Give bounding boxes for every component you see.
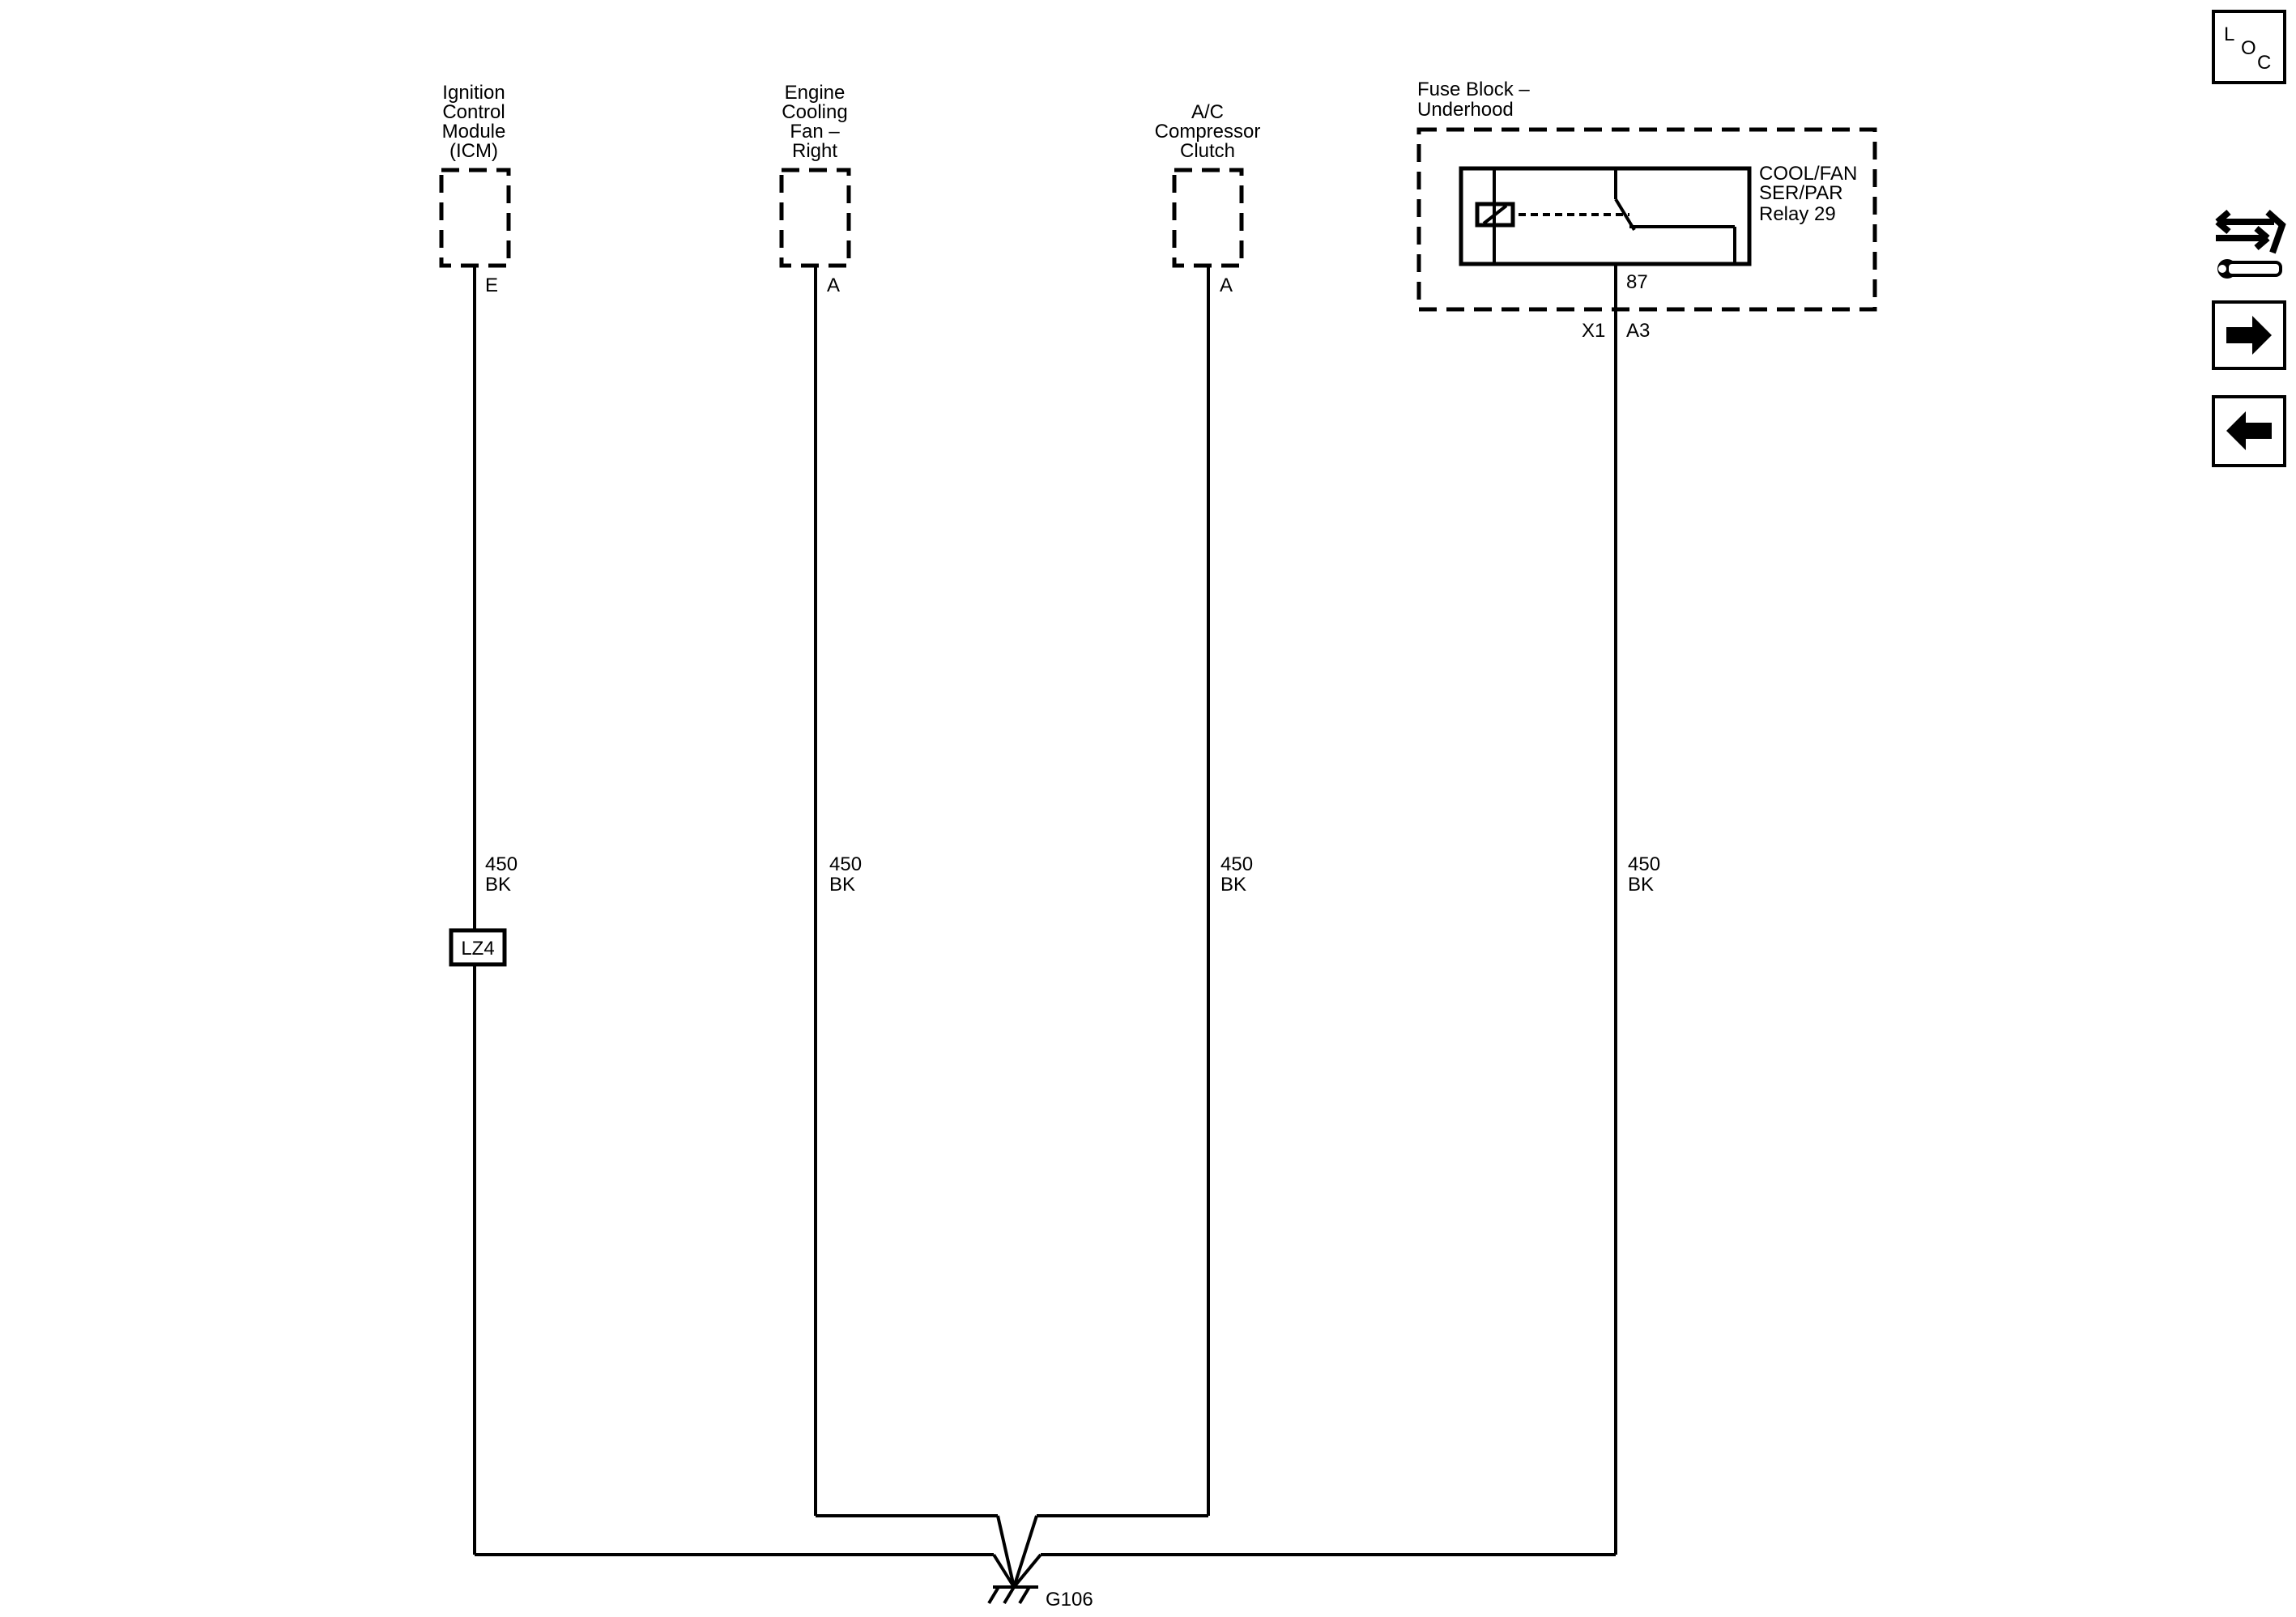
loc-letter: C	[2257, 52, 2271, 74]
ground-converge-wire	[1012, 1553, 1042, 1589]
relay-label-line: COOL/FAN	[1759, 163, 1857, 185]
icm-wire-circuit: 450	[485, 853, 518, 875]
ac-label-line: Compressor	[1155, 121, 1261, 143]
ac-clutch-component: A/C Compressor Clutch A 450 BK	[1155, 101, 1261, 1516]
fuse-block-outline	[1416, 127, 1877, 312]
relay-coil-icon	[1475, 202, 1515, 228]
relay-label-line: Relay 29	[1759, 203, 1836, 225]
inline-connector-label: LZ4	[461, 938, 494, 960]
previous-page-button[interactable]	[2212, 395, 2286, 467]
fan-pin-label: A	[827, 274, 840, 296]
icm-label-line: Module	[442, 121, 506, 143]
ground-converge-wire	[996, 1515, 1016, 1588]
ground-g106: G106	[475, 1514, 1616, 1611]
icm-label-line: (ICM)	[449, 140, 498, 162]
ac-pin-label: A	[1220, 274, 1233, 296]
loc-button[interactable]: L O C	[2212, 10, 2286, 84]
ground-label: G106	[1046, 1589, 1093, 1611]
fan-connector-box	[779, 168, 851, 268]
icm-label-line: Ignition	[442, 82, 505, 104]
fuse-block-cavity-label: A3	[1626, 320, 1650, 342]
relay-pin-label: 87	[1626, 271, 1648, 293]
fan-wire-circuit: 450	[829, 853, 862, 875]
relay-switch-contact	[1614, 198, 1636, 232]
fuse-block-connector-label: X1	[1582, 320, 1605, 342]
arrow-right-icon	[2226, 316, 2272, 355]
relay-coil-icon	[1482, 204, 1508, 225]
fan-label-line: Cooling	[782, 101, 847, 123]
fan-wire-color: BK	[829, 874, 855, 896]
fuse-block-component: Fuse Block – Underhood COOL/FAN SER/PAR …	[1416, 79, 1877, 1555]
ground-converge-wire	[992, 1553, 1016, 1589]
loc-letter: L	[2224, 23, 2234, 45]
icm-wire-color: BK	[485, 874, 511, 896]
ground-converge-wire	[1012, 1515, 1038, 1588]
ground-symbol-hatch	[1003, 1585, 1016, 1605]
fuse-block-label-line: Underhood	[1417, 99, 1514, 121]
connector-wrench-icon[interactable]	[2215, 209, 2286, 279]
loc-letter: O	[2241, 37, 2256, 59]
icm-pin-label: E	[485, 274, 498, 296]
icm-connector-box	[439, 168, 511, 268]
relay-label-line: SER/PAR	[1759, 182, 1843, 204]
cooling-fan-component: Engine Cooling Fan – Right A 450 BK	[779, 82, 862, 1516]
ac-wire-color: BK	[1220, 874, 1246, 896]
ac-label-line: A/C	[1191, 101, 1224, 123]
inline-connector-box	[449, 928, 507, 967]
icm-component: Ignition Control Module (ICM) E 450 BK L…	[439, 82, 518, 1555]
fuse-block-wire-circuit: 450	[1628, 853, 1660, 875]
fuse-block-wire-color: BK	[1628, 874, 1654, 896]
fan-label-line: Right	[792, 140, 837, 162]
fan-label-line: Engine	[785, 82, 846, 104]
next-page-button[interactable]	[2212, 300, 2286, 370]
ac-connector-box	[1172, 168, 1244, 268]
arrow-left-icon	[2226, 411, 2272, 450]
relay-box	[1459, 166, 1752, 266]
fan-label-line: Fan –	[790, 121, 840, 143]
ground-symbol-hatch	[1018, 1585, 1031, 1605]
icm-label-line: Control	[442, 101, 505, 123]
ac-label-line: Clutch	[1180, 140, 1235, 162]
fuse-block-label-line: Fuse Block –	[1417, 79, 1530, 100]
ground-symbol-hatch	[987, 1585, 1000, 1605]
ac-wire-circuit: 450	[1220, 853, 1253, 875]
